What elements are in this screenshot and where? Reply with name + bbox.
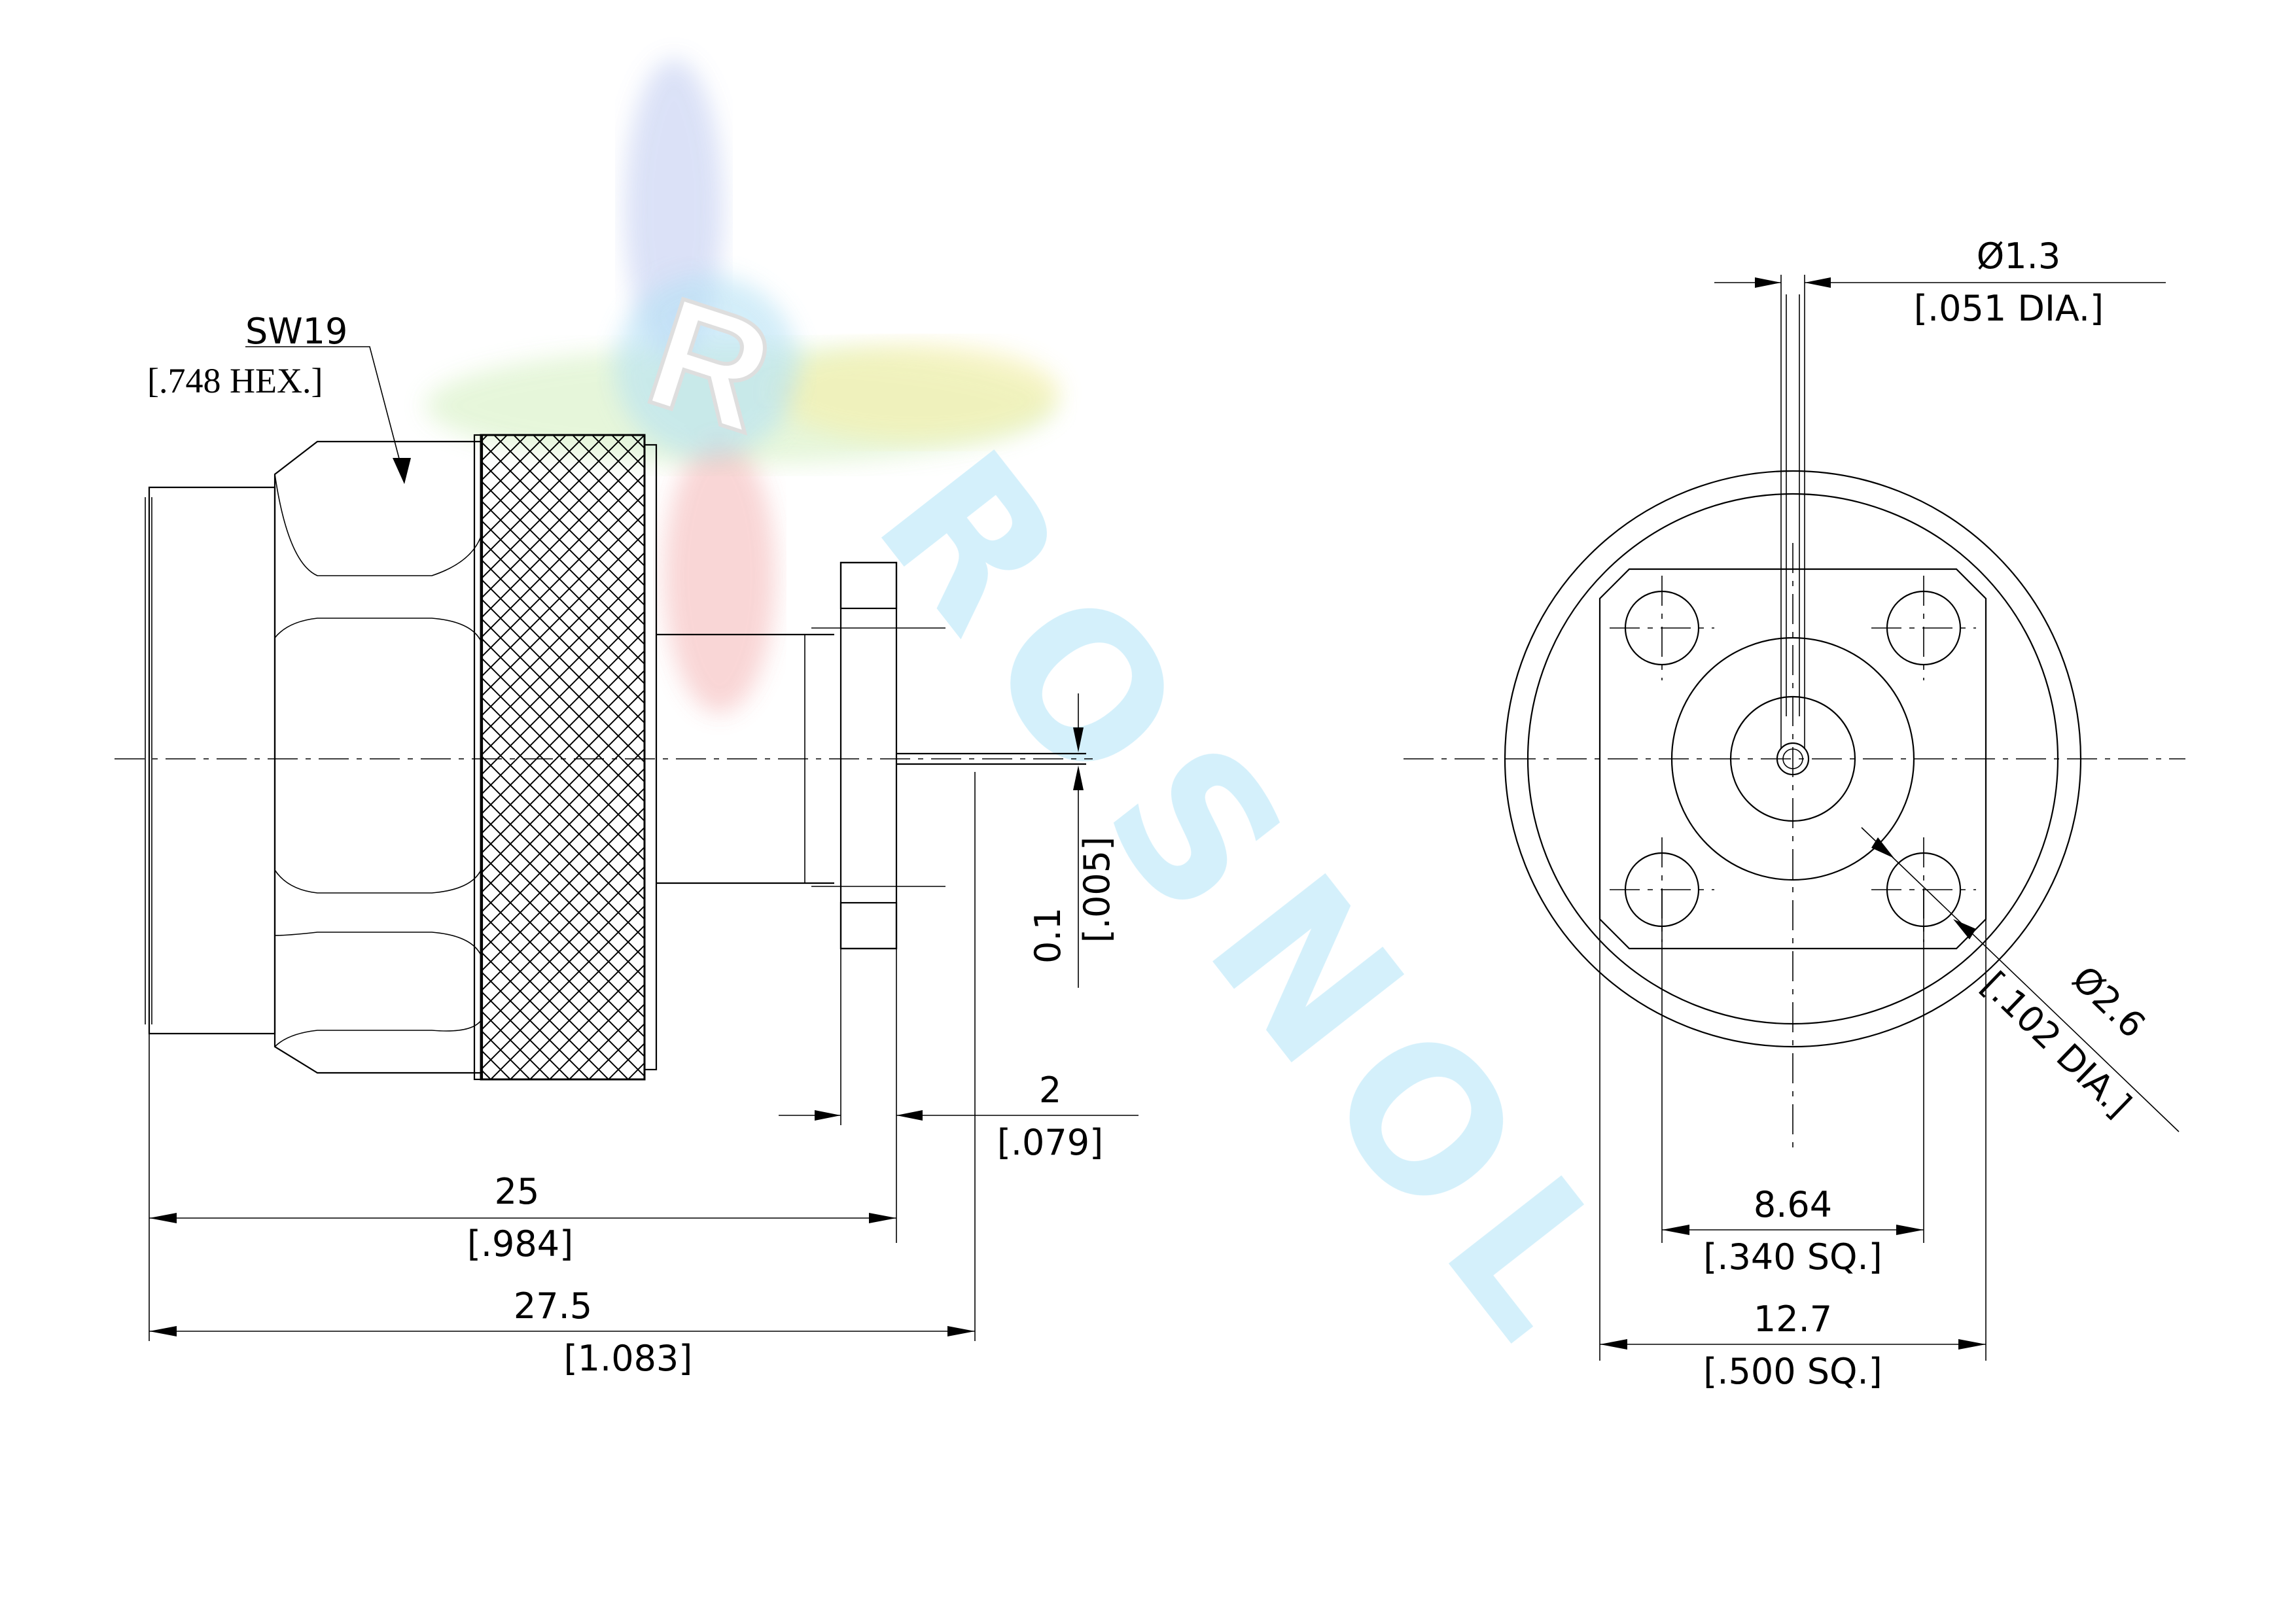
body-length-inch-label: [.984]: [467, 1223, 573, 1265]
hole-spacing-label: 8.64: [1754, 1184, 1832, 1225]
side-view: 0.1 [.005] SW19 [.748 HEX.] 2 [.079] 25 …: [115, 311, 1139, 1379]
center-pin: [896, 752, 1086, 765]
flange-thickness-inch-label: [.079]: [997, 1122, 1103, 1163]
pin-offset-label: 0.1: [1027, 907, 1069, 964]
knurled-body: [480, 434, 646, 1081]
flange-size-label: 12.7: [1754, 1299, 1832, 1340]
body-length-label: 25: [495, 1171, 540, 1212]
dielectric-inner: [1729, 695, 1856, 822]
hex-size-label: SW19: [245, 311, 347, 352]
hole-spacing-inch-label: [.340 SQ.]: [1703, 1236, 1882, 1278]
overall-length-label: 27.5: [514, 1285, 592, 1327]
pin-offset-inch-label: [.005]: [1076, 837, 1118, 943]
flange-thickness-label: 2: [1039, 1070, 1061, 1111]
rear-ring: [148, 486, 276, 1035]
hex-size-inch-label: [.748 HEX.]: [147, 361, 323, 400]
outer-body-circle: [1504, 470, 2082, 1048]
hex-nut: [274, 440, 482, 1074]
overall-length-inch-label: [1.083]: [564, 1338, 693, 1379]
pin-circle: [1776, 742, 1810, 776]
dielectric-outer: [1670, 637, 1915, 881]
watermark-brand: ROSNOL: [834, 411, 1674, 1397]
flange-size-inch-label: [.500 SQ.]: [1703, 1351, 1882, 1392]
pin-diameter-inch-label: [.051 DIA.]: [1914, 288, 2104, 329]
hole-diameter-label: Ø2.6: [2064, 958, 2153, 1046]
pin-diameter-label: Ø1.3: [1977, 236, 2060, 277]
